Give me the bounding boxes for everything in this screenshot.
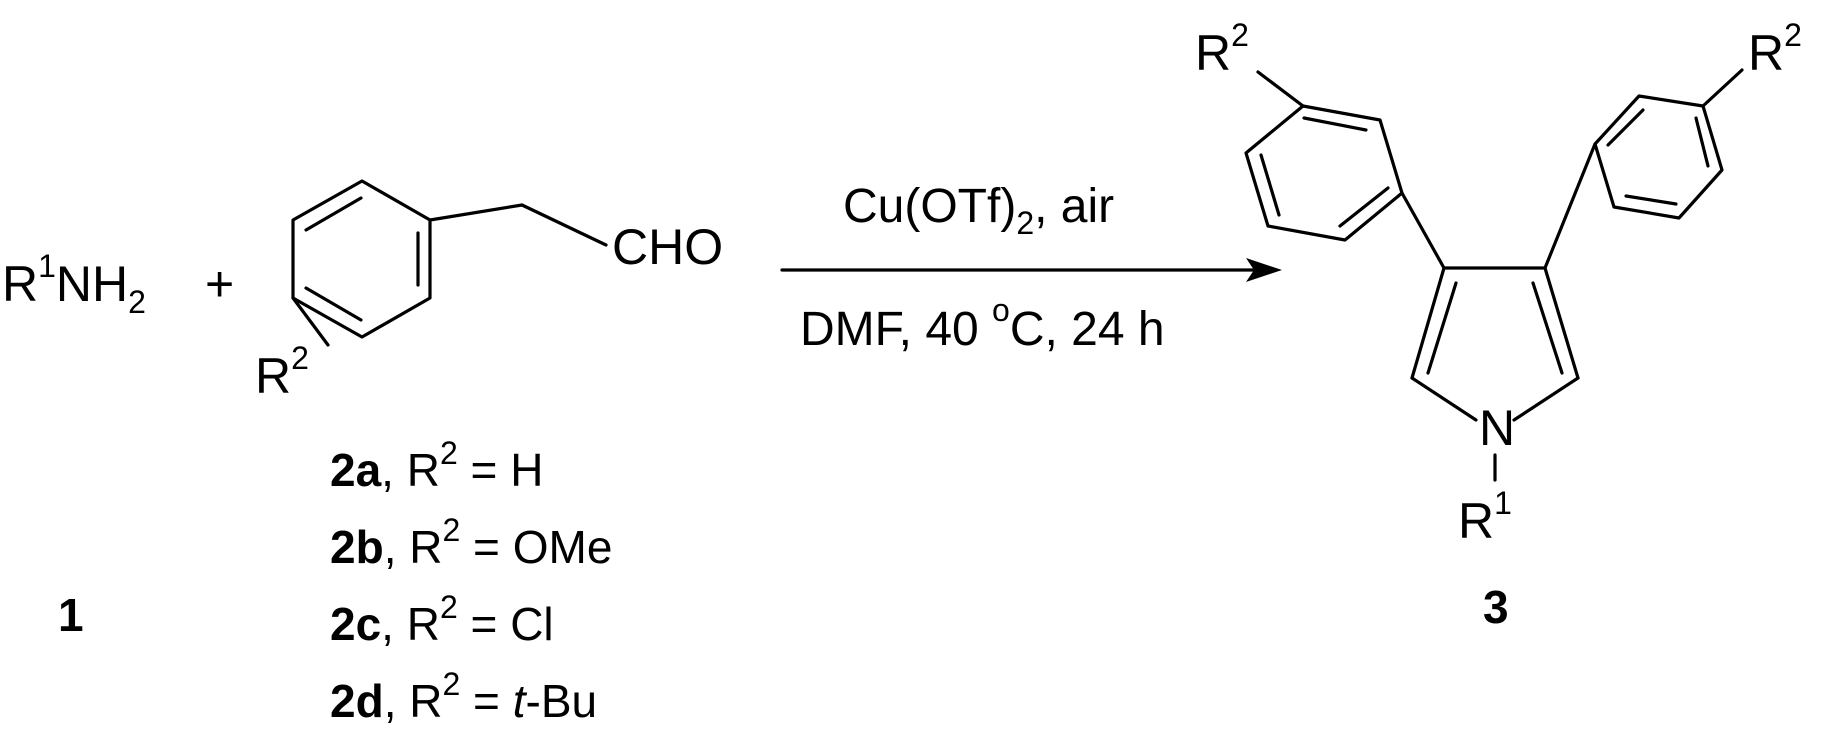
product-r1-label: R1 xyxy=(1458,485,1512,549)
left-aryl-pyrrole-bond xyxy=(1400,191,1446,270)
product-r2-right: R2 xyxy=(1748,17,1802,81)
left-ring-double-bond xyxy=(1338,186,1390,228)
aldehyde-ring-double-bond xyxy=(304,196,363,232)
product-r2-left: R2 xyxy=(1195,17,1249,81)
compound-label-3: 3 xyxy=(1483,581,1509,633)
compound-label-1: 1 xyxy=(58,589,84,641)
reaction-arrow-group: Cu(OTf)2, air DMF, 40 oC, 24 h xyxy=(780,180,1282,356)
right-ring-double-bond xyxy=(1606,108,1645,147)
left-aryl-ring xyxy=(1244,104,1404,242)
aldehyde-benzene-ring xyxy=(291,179,432,339)
cho-label: CHO xyxy=(612,219,723,275)
variant-2b: 2b, R2 = OMe xyxy=(330,512,612,573)
variant-list: 2a, R2 = H 2b, R2 = OMe 2c, R2 = Cl 2d, … xyxy=(330,435,612,727)
right-aryl-ring xyxy=(1593,94,1724,220)
plus-sign: + xyxy=(205,256,234,312)
r2-bond xyxy=(291,296,330,347)
left-ring-double-bond xyxy=(1259,153,1281,217)
variant-2a: 2a, R2 = H xyxy=(330,435,543,496)
pyrrole-bond xyxy=(1543,266,1580,380)
right-r2-bond xyxy=(1701,68,1744,108)
ch2-bond xyxy=(428,203,524,222)
aldehyde-ring-double-bond xyxy=(304,286,363,322)
aldehyde-r2-label: R2 xyxy=(255,340,309,404)
pyrrole-bond xyxy=(1410,266,1446,380)
conditions-text: DMF, 40 oC, 24 h xyxy=(800,292,1165,356)
right-aryl-pyrrole-bond xyxy=(1543,142,1597,270)
pyrrole-bond xyxy=(1410,376,1478,422)
pyrrole-n-label: N xyxy=(1479,400,1515,456)
right-ring-double-bond xyxy=(1624,194,1678,206)
pyrrole-double-bond xyxy=(1531,281,1564,375)
reaction-arrow-head xyxy=(1246,258,1282,282)
cho-bond xyxy=(520,203,608,247)
pyrrole-bond xyxy=(1512,376,1580,422)
reagent-text: Cu(OTf)2, air xyxy=(843,180,1114,241)
pyrrole-product: R2 R2 N R1 xyxy=(1195,17,1802,549)
amine-reactant: R1NH2 xyxy=(2,248,146,320)
left-r2-bond xyxy=(1256,70,1305,108)
amine-formula: R1NH2 xyxy=(2,248,146,320)
aldehyde-reactant: CHO R2 xyxy=(255,179,723,404)
left-ring-double-bond xyxy=(1302,116,1368,132)
right-ring-double-bond xyxy=(1694,116,1710,168)
pyrrole-double-bond xyxy=(1426,281,1458,375)
variant-2d: 2d, R2 = t-Bu xyxy=(330,666,597,727)
variant-2c: 2c, R2 = Cl xyxy=(330,589,554,650)
